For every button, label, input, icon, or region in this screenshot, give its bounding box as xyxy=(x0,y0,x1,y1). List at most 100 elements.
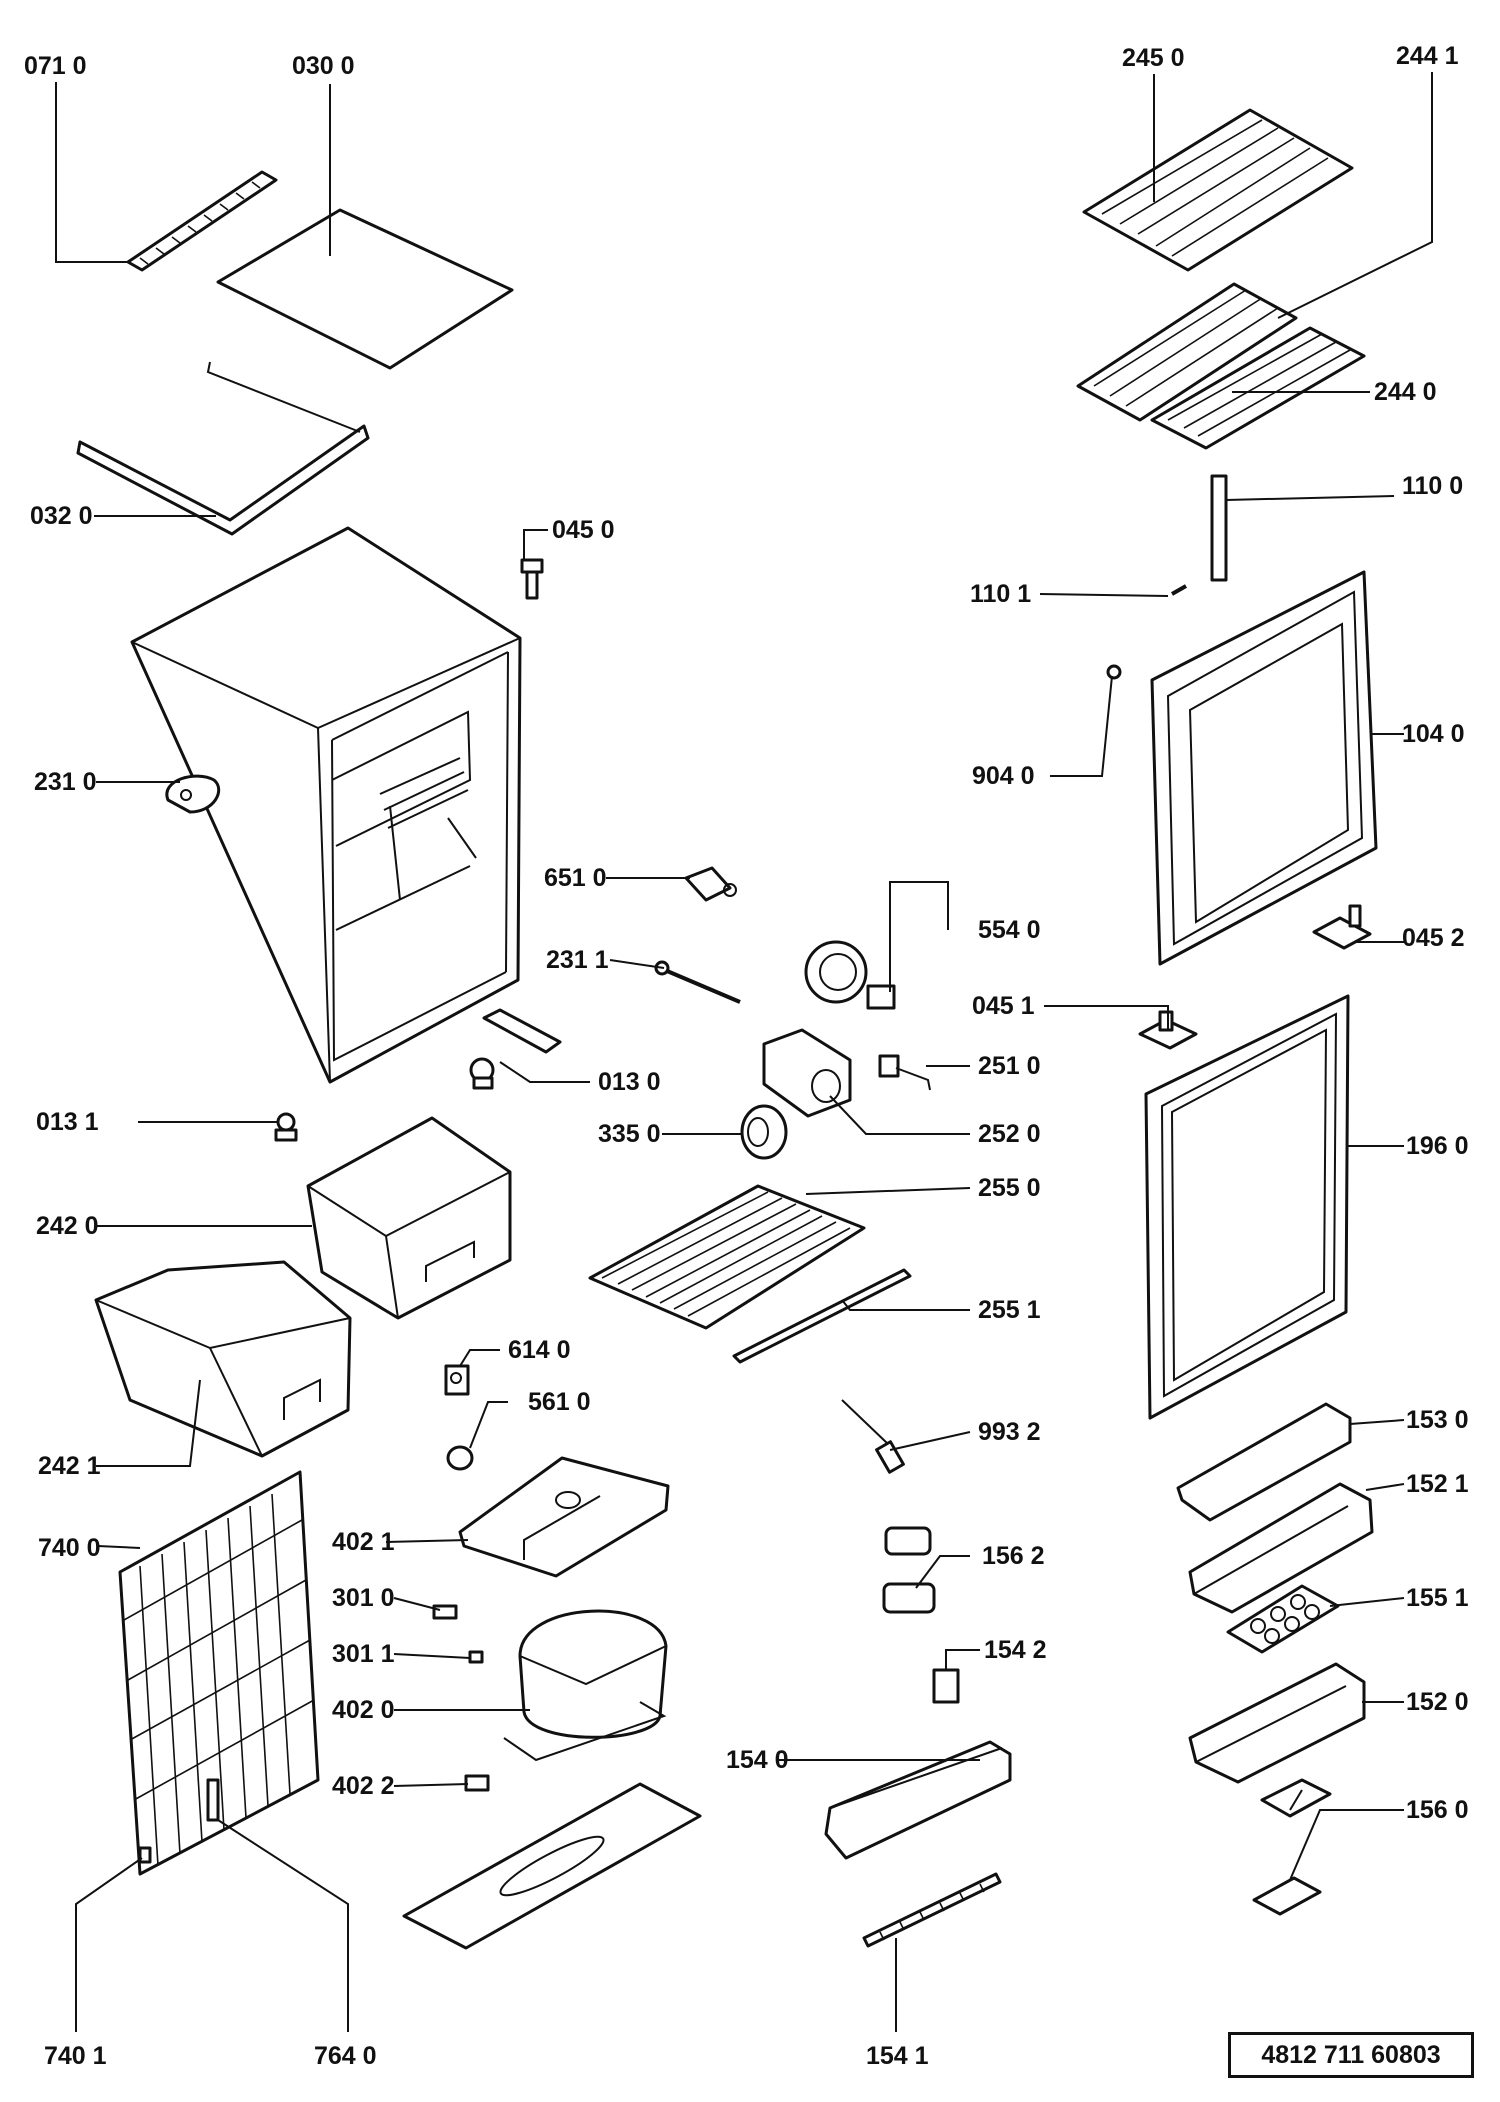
part-6510-lamp-holder xyxy=(684,866,737,902)
label-4020: 402 0 xyxy=(332,1696,395,1724)
part-0300-top-panel xyxy=(216,208,514,370)
label-1040: 104 0 xyxy=(1402,720,1465,748)
label-0300: 030 0 xyxy=(292,52,355,80)
part-2510-thermostat xyxy=(878,1054,931,1091)
part-2311-rod xyxy=(654,960,741,1004)
refrigerator-cabinet xyxy=(130,526,522,1084)
part-1542-clip xyxy=(932,1668,960,1704)
part-0450-screw xyxy=(520,558,544,600)
label-1551: 155 1 xyxy=(1406,1584,1469,1612)
part-1101-pin xyxy=(1171,584,1187,596)
label-0710: 071 0 xyxy=(24,52,87,80)
part-7401-clip xyxy=(138,1846,152,1864)
part-0130-bracket xyxy=(469,1008,562,1090)
label-4021: 402 1 xyxy=(332,1528,395,1556)
label-2441: 244 1 xyxy=(1396,42,1459,70)
part-0131-foot xyxy=(274,1112,298,1142)
part-3350-knob xyxy=(740,1104,788,1160)
part-5540-lamp-cover xyxy=(804,940,896,1010)
label-7640: 764 0 xyxy=(314,2042,377,2070)
part-1551-egg-tray xyxy=(1226,1584,1340,1654)
label-2551: 255 1 xyxy=(978,1296,1041,1324)
part-1530-door-shelf xyxy=(1176,1402,1352,1522)
label-1520: 152 0 xyxy=(1406,1688,1469,1716)
part-4021-compressor-tray xyxy=(458,1456,670,1578)
label-3010: 301 0 xyxy=(332,1584,395,1612)
part-2420-crisper xyxy=(306,1116,512,1320)
label-1521: 152 1 xyxy=(1406,1470,1469,1498)
label-2510: 251 0 xyxy=(978,1052,1041,1080)
label-2450: 245 0 xyxy=(1122,44,1185,72)
part-1562-tray-top xyxy=(884,1526,932,1556)
label-0450: 045 0 xyxy=(552,516,615,544)
part-0320-top-frame xyxy=(76,361,370,536)
label-0320: 032 0 xyxy=(30,502,93,530)
part-1540-bottle-bin xyxy=(824,1740,1012,1860)
part-4020-compressor xyxy=(503,1609,668,1762)
part-1520-door-bin xyxy=(1188,1662,1366,1784)
part-1541-retainer xyxy=(862,1872,1002,1948)
part-2551-shelf-trim xyxy=(732,1268,912,1364)
document-number: 4812 711 60803 xyxy=(1228,2032,1474,2078)
label-1562: 156 2 xyxy=(982,1542,1045,1570)
label-7401: 740 1 xyxy=(44,2042,107,2070)
part-6140-relay xyxy=(444,1364,470,1396)
label-2421: 242 1 xyxy=(38,1452,101,1480)
part-1521-door-shelf xyxy=(1188,1482,1374,1614)
part-1560-butter-dish xyxy=(1252,1778,1332,1916)
part-0452-hinge xyxy=(1312,904,1372,950)
label-5540: 554 0 xyxy=(978,916,1041,944)
label-1530: 153 0 xyxy=(1406,1406,1469,1434)
label-7400: 740 0 xyxy=(38,1534,101,1562)
part-1960-door-gasket xyxy=(1144,994,1350,1420)
label-6140: 614 0 xyxy=(508,1336,571,1364)
part-7400-condenser xyxy=(118,1470,320,1876)
part-9932-wire xyxy=(841,1399,905,1474)
part-1562-tray-bottom xyxy=(882,1582,936,1614)
label-2420: 242 0 xyxy=(36,1212,99,1240)
part-labels: 071 0 030 0 032 0 045 0 231 0 651 0 231 … xyxy=(24,42,1469,2070)
leader-lines xyxy=(55,72,1433,2032)
label-4022: 402 2 xyxy=(332,1772,395,1800)
label-0451: 045 1 xyxy=(972,992,1035,1020)
label-6510: 651 0 xyxy=(544,864,607,892)
part-2421-crisper xyxy=(94,1260,352,1458)
label-1541: 154 1 xyxy=(866,2042,929,2070)
label-3011: 301 1 xyxy=(332,1640,395,1668)
label-0452: 045 2 xyxy=(1402,924,1465,952)
base-plate xyxy=(402,1782,702,1950)
part-2450-shelf xyxy=(1082,108,1354,272)
label-2311: 231 1 xyxy=(546,946,609,974)
part-3011-clip xyxy=(468,1650,484,1664)
part-5610-cap xyxy=(446,1445,474,1471)
label-1101: 110 1 xyxy=(970,580,1031,608)
label-2550: 255 0 xyxy=(978,1174,1041,1202)
part-1040-door xyxy=(1150,570,1378,966)
label-2520: 252 0 xyxy=(978,1120,1041,1148)
part-2440-shelf xyxy=(1150,326,1366,450)
label-1960: 196 0 xyxy=(1406,1132,1469,1160)
label-9932: 993 2 xyxy=(978,1418,1041,1446)
part-9040-screw xyxy=(1106,664,1122,680)
part-2441-shelf xyxy=(1076,282,1298,422)
label-1100: 110 0 xyxy=(1402,472,1463,500)
part-0710-grille xyxy=(126,170,278,272)
label-0130: 013 0 xyxy=(598,1068,661,1096)
label-1560: 156 0 xyxy=(1406,1796,1469,1824)
label-1540: 154 0 xyxy=(726,1746,789,1774)
part-7640-drain-tube xyxy=(206,1778,220,1822)
label-0131: 013 1 xyxy=(36,1108,99,1136)
label-2440: 244 0 xyxy=(1374,378,1437,406)
label-2310: 231 0 xyxy=(34,768,97,796)
part-2310-hinge xyxy=(165,774,221,814)
part-2550-wire-shelf xyxy=(588,1184,866,1330)
label-5610: 561 0 xyxy=(528,1388,591,1416)
part-3010-clip xyxy=(432,1604,458,1620)
label-1542: 154 2 xyxy=(984,1636,1047,1664)
label-3350: 335 0 xyxy=(598,1120,661,1148)
label-9040: 904 0 xyxy=(972,762,1035,790)
part-2520-thermostat-housing xyxy=(762,1028,852,1118)
part-1100-hinge-bar xyxy=(1210,474,1228,582)
part-4022-bracket xyxy=(464,1774,490,1792)
